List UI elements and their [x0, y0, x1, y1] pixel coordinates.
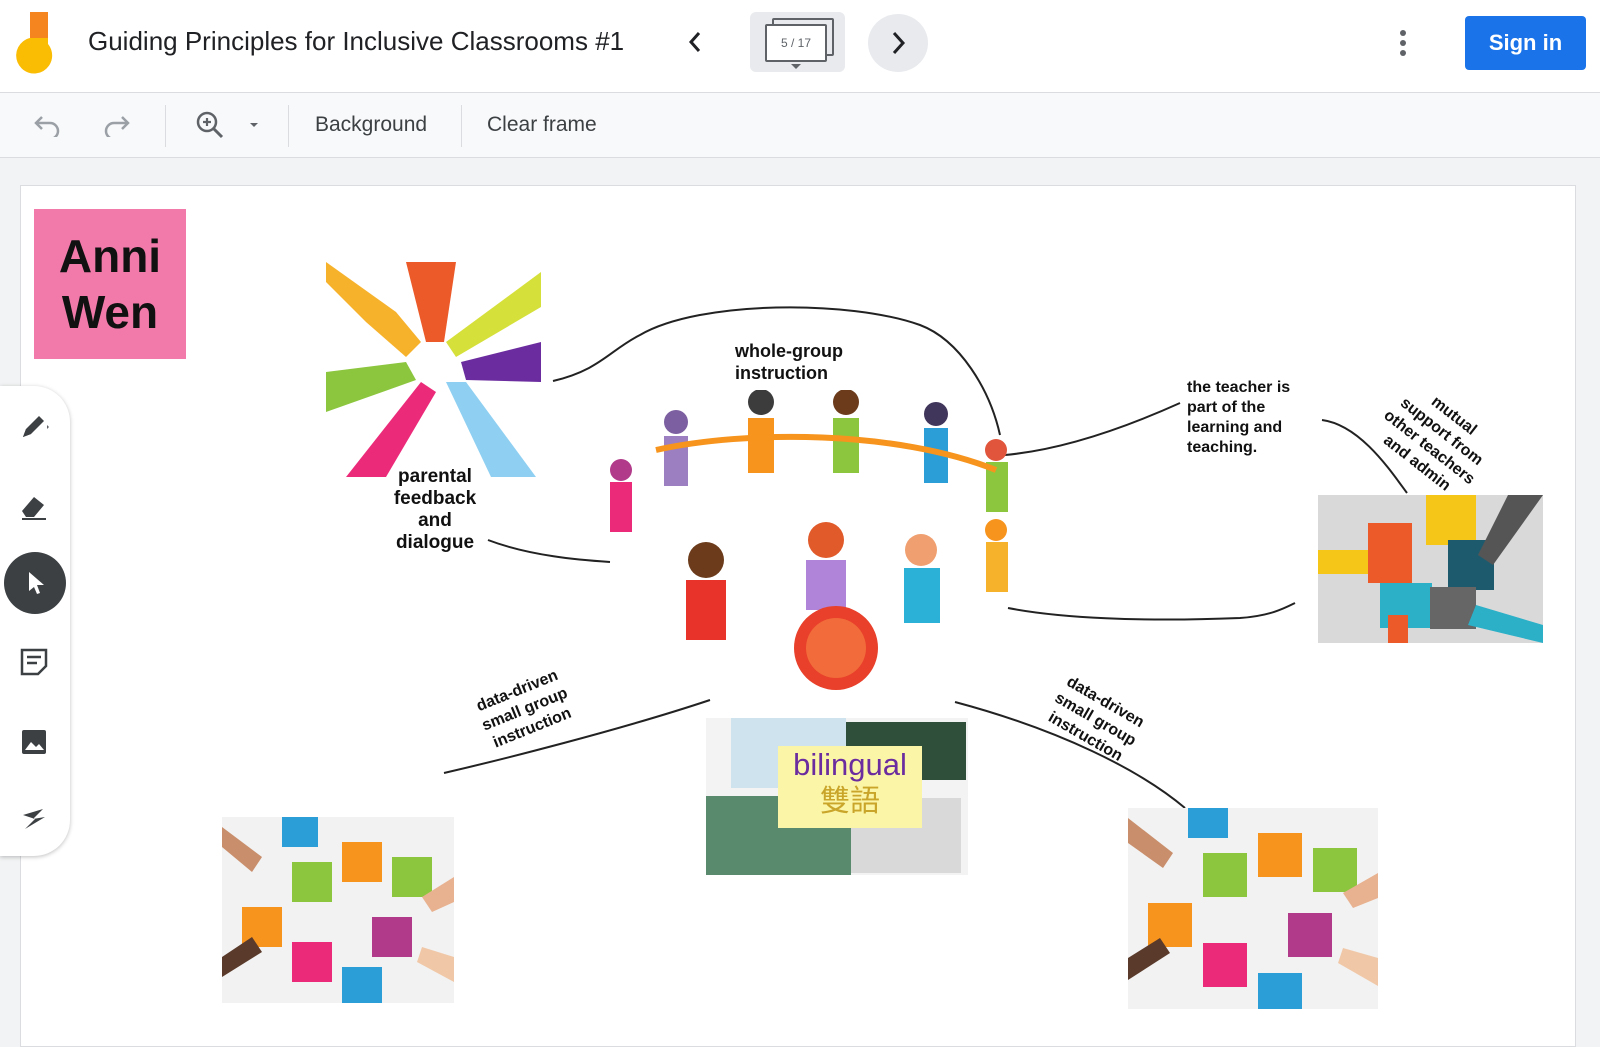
more-options-button[interactable]: [1388, 22, 1418, 64]
next-frame-button[interactable]: [868, 14, 928, 72]
document-title[interactable]: Guiding Principles for Inclusive Classro…: [88, 26, 625, 56]
inclusive-circle-image[interactable]: [596, 390, 1041, 710]
laser-tool[interactable]: [8, 792, 60, 844]
previous-frame-button[interactable]: [680, 24, 710, 60]
image-tool[interactable]: [8, 716, 60, 768]
image-icon: [22, 730, 46, 754]
caret-down-icon: [250, 123, 258, 127]
fists-together-image[interactable]: [1318, 495, 1543, 643]
background-button[interactable]: Background: [315, 113, 428, 136]
label-parental-feedback[interactable]: parental feedback and dialogue: [393, 466, 477, 553]
eraser-icon: [22, 497, 46, 520]
toolbar: Background Clear frame: [0, 93, 1600, 158]
frame-selector-button[interactable]: 5 / 17: [750, 12, 845, 72]
label-whole-group[interactable]: whole-group instruction: [735, 341, 843, 383]
zoom-button[interactable]: [190, 109, 230, 141]
chevron-right-icon: [892, 31, 906, 55]
bilingual-text: bilingual: [793, 747, 907, 782]
pen-tool[interactable]: [8, 400, 60, 452]
pointer-icon: [29, 572, 44, 594]
frame-counter-text: 5 / 17: [765, 24, 827, 62]
sign-in-button[interactable]: Sign in: [1465, 16, 1586, 70]
left-tool-panel: [0, 386, 70, 856]
bilingual-cjk-text: 雙語: [820, 784, 880, 819]
chevron-left-icon: [688, 32, 701, 52]
sticky-note-tool[interactable]: [8, 636, 60, 688]
select-tool[interactable]: [4, 552, 66, 614]
zoom-dropdown-button[interactable]: [244, 109, 264, 141]
caret-down-icon: [791, 64, 801, 69]
note-icon: [20, 648, 48, 676]
redo-icon: [104, 116, 130, 137]
redo-button[interactable]: [100, 109, 134, 141]
zoom-in-icon: [196, 111, 224, 139]
laser-icon: [23, 809, 45, 829]
clear-frame-button[interactable]: Clear frame: [487, 113, 597, 136]
colorful-hands-image[interactable]: [326, 262, 541, 477]
top-bar: Guiding Principles for Inclusive Classro…: [0, 0, 1600, 93]
puzzle-hands-image-right[interactable]: [1128, 808, 1378, 1009]
undo-icon: [34, 116, 60, 137]
puzzle-hands-image-left[interactable]: [222, 817, 454, 1003]
label-teacher-part[interactable]: the teacher is part of the learning and …: [1187, 379, 1291, 456]
jamboard-logo: [16, 12, 53, 74]
sticky-note-line1: Anni: [58, 230, 162, 282]
bilingual-collage-image[interactable]: bilingual 雙語: [706, 718, 968, 875]
undo-button[interactable]: [30, 109, 64, 141]
eraser-tool[interactable]: [8, 480, 60, 532]
sticky-note-line2: Wen: [61, 286, 159, 338]
pen-icon: [23, 416, 49, 437]
